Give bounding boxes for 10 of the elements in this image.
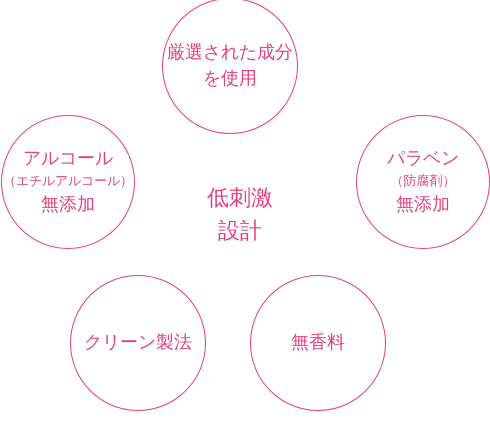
- node-note: （防腐剤）: [390, 173, 456, 191]
- node-label: 無添加: [41, 193, 95, 217]
- node-label: 無添加: [396, 193, 450, 217]
- node-label: 無香料: [291, 331, 345, 355]
- center-title: 低刺激設計: [206, 185, 274, 246]
- node-label: アルコール: [23, 147, 113, 171]
- node-label: 厳選された成分を使用: [166, 41, 294, 91]
- node-label: パラベン: [387, 147, 459, 171]
- node-note: （エチルアルコール）: [3, 173, 133, 191]
- node-label: クリーン製法: [84, 331, 192, 355]
